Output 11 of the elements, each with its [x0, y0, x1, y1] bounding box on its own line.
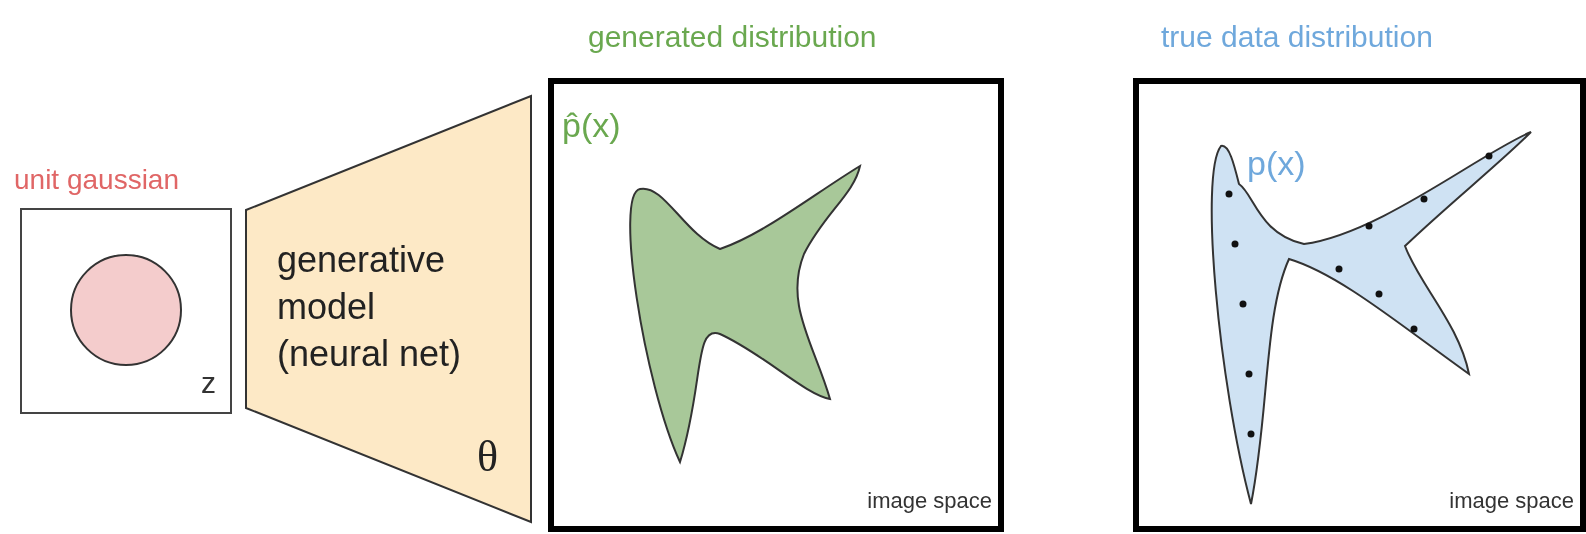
model-trapezoid [245, 95, 532, 523]
heading-text: unit gaussian [14, 166, 179, 194]
variable-label: z [201, 368, 216, 398]
space-label: image space [1449, 490, 1574, 512]
model-text: generative model (neural net) [277, 238, 463, 376]
density-label: p̂(x) [562, 108, 621, 142]
density-label: p(x) [1247, 146, 1306, 180]
parameter-symbol: θ [476, 435, 498, 479]
distribution-title: generated distribution [588, 22, 877, 52]
space-label: image space [867, 490, 992, 512]
distribution-title: true data distribution [1161, 22, 1433, 52]
